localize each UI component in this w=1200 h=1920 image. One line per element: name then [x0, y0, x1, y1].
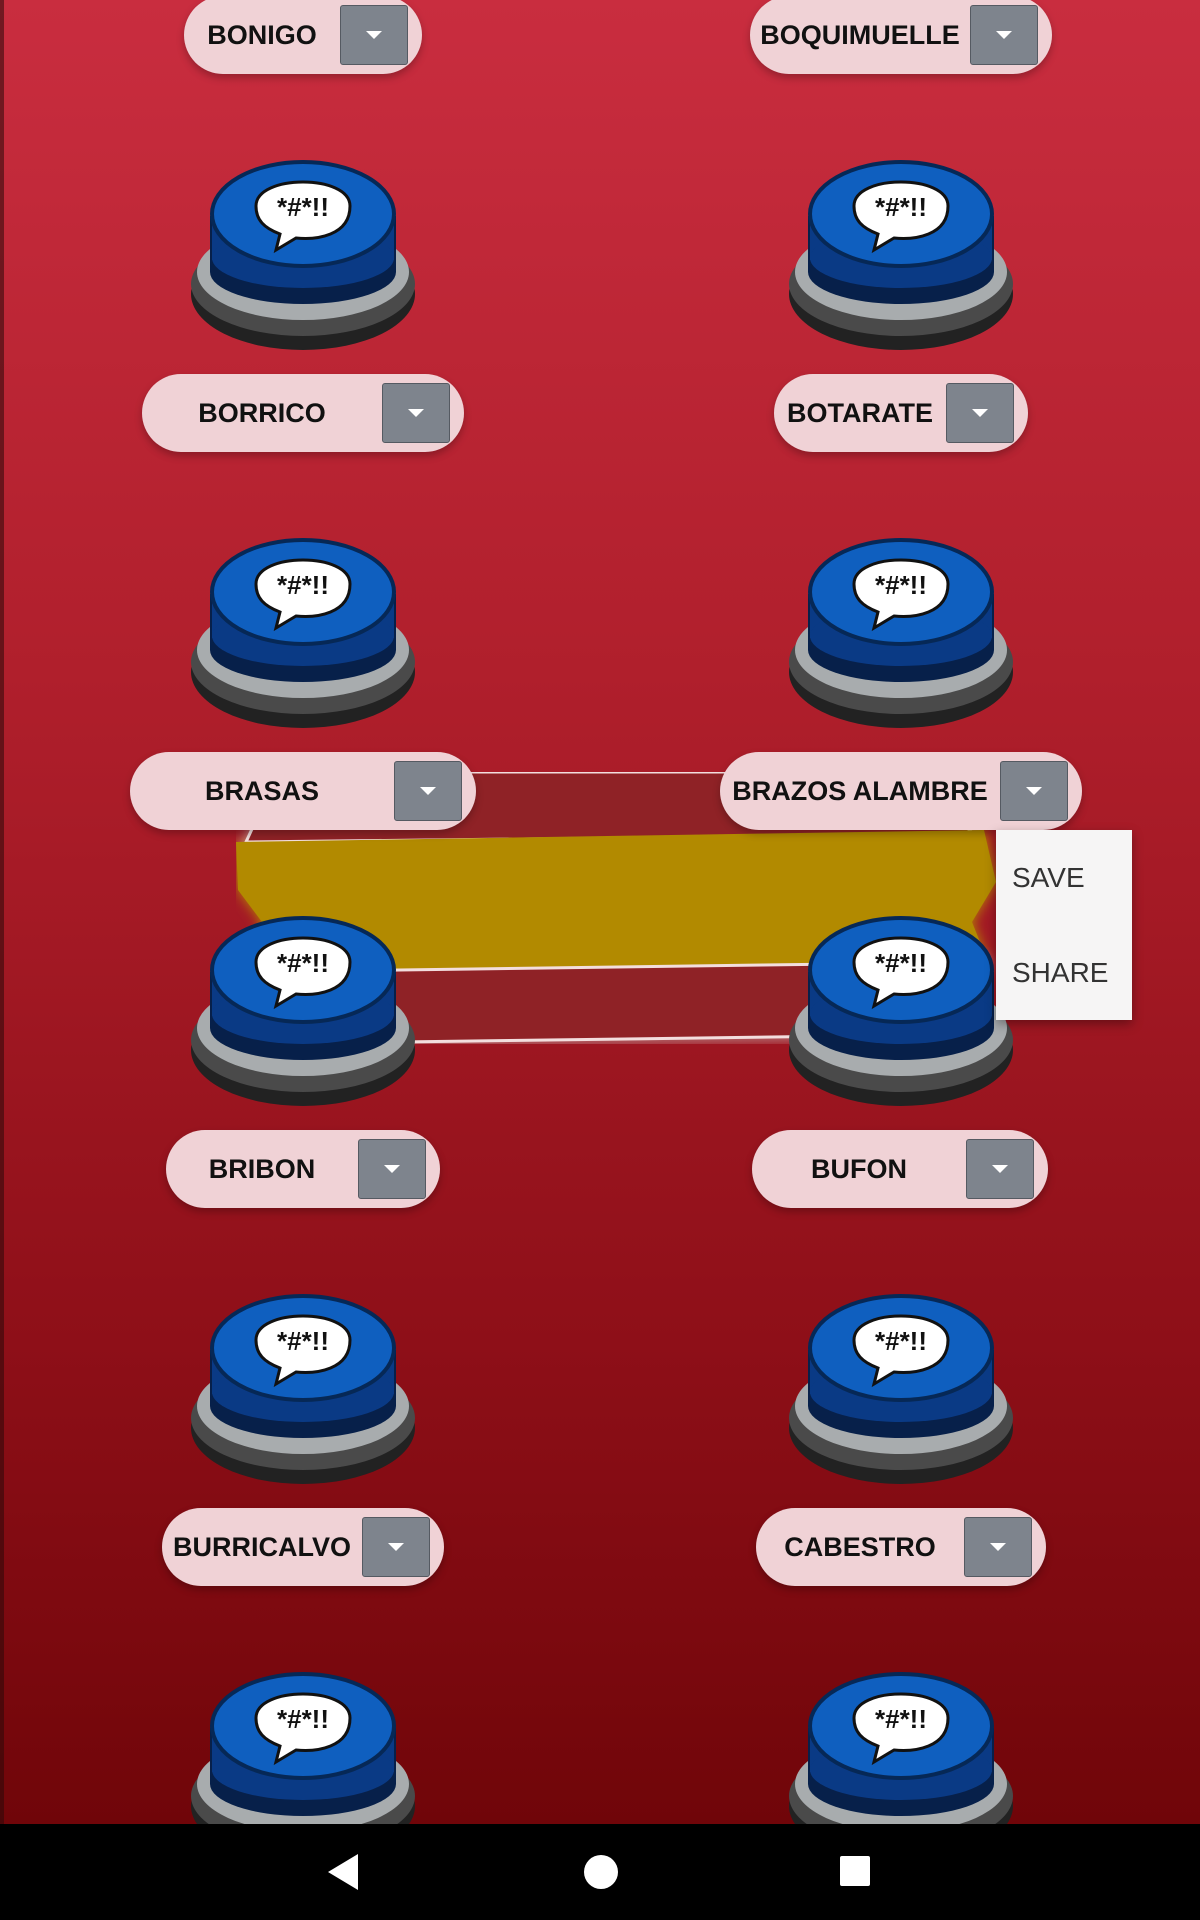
- chevron-down-icon: [1026, 787, 1042, 795]
- sound-label: BRASAS: [204, 775, 319, 806]
- speech-bubble-button-icon: *#*!!: [191, 1294, 415, 1484]
- sound-button[interactable]: *#*!!: [786, 900, 1016, 1110]
- dropdown-button[interactable]: [340, 5, 408, 65]
- sound-label-pill: BOQUIMUELLE: [750, 0, 1052, 74]
- sound-label: BUFON: [811, 1153, 907, 1184]
- sound-button[interactable]: *#*!!: [786, 522, 1016, 732]
- chevron-down-icon: [366, 31, 382, 39]
- dropdown-button[interactable]: [358, 1139, 426, 1199]
- speech-bubble-button-icon: *#*!!: [191, 916, 415, 1106]
- sound-button[interactable]: *#*!!: [188, 522, 418, 732]
- dropdown-button[interactable]: [946, 383, 1014, 443]
- sound-button[interactable]: *#*!!: [786, 144, 1016, 354]
- chevron-down-icon: [420, 787, 436, 795]
- dropdown-button[interactable]: [964, 1517, 1032, 1577]
- system-navigation-bar: [0, 1824, 1200, 1920]
- sound-label: BOQUIMUELLE: [760, 19, 960, 50]
- home-icon[interactable]: [584, 1855, 618, 1889]
- sound-label-pill: BOTARATE: [774, 374, 1028, 452]
- sound-label-pill: BRIBON: [166, 1130, 440, 1208]
- back-icon[interactable]: [328, 1854, 358, 1890]
- sound-label-pill: BRASAS: [130, 752, 476, 830]
- sound-label-pill: CABESTRO: [756, 1508, 1046, 1586]
- sound-label: BOTARATE: [787, 397, 933, 428]
- speech-bubble-button-icon: *#*!!: [789, 538, 1013, 728]
- dropdown-button[interactable]: [970, 5, 1038, 65]
- sound-label: BURRICALVO: [173, 1531, 351, 1562]
- speech-bubble-button-icon: *#*!!: [789, 1672, 1013, 1862]
- sound-button[interactable]: *#*!!: [786, 1656, 1016, 1866]
- sound-label: BORRICO: [198, 397, 326, 428]
- sound-label: BONIGO: [207, 19, 317, 50]
- sound-label: BRIBON: [208, 1153, 316, 1184]
- sound-label-pill: BORRICO: [142, 374, 464, 452]
- recents-icon[interactable]: [840, 1856, 870, 1886]
- chevron-down-icon: [388, 1543, 404, 1551]
- bubble-text: *#*!!: [875, 192, 927, 222]
- speech-bubble-button-icon: *#*!!: [191, 538, 415, 728]
- bubble-text: *#*!!: [277, 1326, 329, 1356]
- sound-label: BRAZOS ALAMBRE: [732, 775, 988, 806]
- bubble-text: *#*!!: [277, 948, 329, 978]
- speech-bubble-button-icon: *#*!!: [191, 160, 415, 350]
- dropdown-button[interactable]: [382, 383, 450, 443]
- chevron-down-icon: [990, 1543, 1006, 1551]
- bubble-text: *#*!!: [277, 1704, 329, 1734]
- chevron-down-icon: [996, 31, 1012, 39]
- dropdown-button[interactable]: [362, 1517, 430, 1577]
- chevron-down-icon: [972, 409, 988, 417]
- speech-bubble-button-icon: *#*!!: [789, 160, 1013, 350]
- menu-item-save[interactable]: SAVE: [1012, 861, 1085, 893]
- menu-item-share[interactable]: SHARE: [1012, 956, 1109, 988]
- dropdown-button[interactable]: [1000, 761, 1068, 821]
- bubble-text: *#*!!: [875, 1326, 927, 1356]
- sound-label-pill: BURRICALVO: [162, 1508, 444, 1586]
- context-menu: SAVE SHARE: [996, 830, 1132, 1020]
- left-edge: [0, 0, 4, 1824]
- bubble-text: *#*!!: [875, 570, 927, 600]
- sound-label: CABESTRO: [784, 1531, 936, 1562]
- sound-button[interactable]: *#*!!: [188, 1278, 418, 1488]
- bubble-text: *#*!!: [875, 948, 927, 978]
- speech-bubble-button-icon: *#*!!: [789, 916, 1013, 1106]
- bubble-text: *#*!!: [277, 192, 329, 222]
- bubble-text: *#*!!: [277, 570, 329, 600]
- bubble-text: *#*!!: [875, 1704, 927, 1734]
- chevron-down-icon: [408, 409, 424, 417]
- dropdown-button[interactable]: [394, 761, 462, 821]
- sound-label-pill: BONIGO: [184, 0, 422, 74]
- sound-label-pill: BRAZOS ALAMBRE: [720, 752, 1082, 830]
- chevron-down-icon: [992, 1165, 1008, 1173]
- sound-button[interactable]: *#*!!: [188, 144, 418, 354]
- sound-label-pill: BUFON: [752, 1130, 1048, 1208]
- chevron-down-icon: [384, 1165, 400, 1173]
- sound-button[interactable]: *#*!!: [188, 900, 418, 1110]
- speech-bubble-button-icon: *#*!!: [789, 1294, 1013, 1484]
- dropdown-button[interactable]: [966, 1139, 1034, 1199]
- sound-button[interactable]: *#*!!: [786, 1278, 1016, 1488]
